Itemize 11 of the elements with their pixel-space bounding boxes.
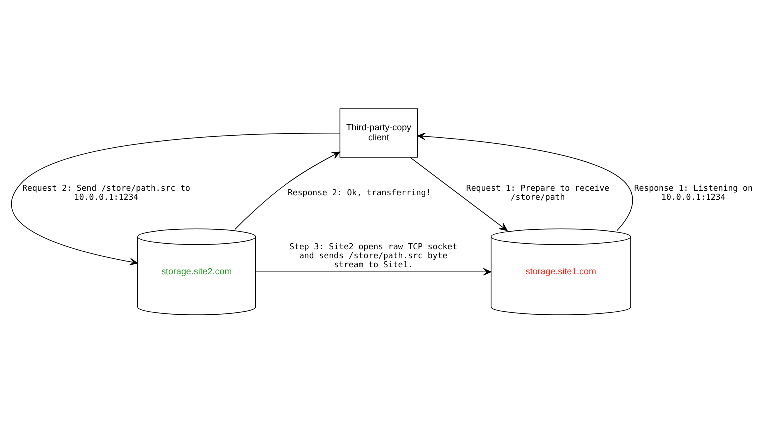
edge-label: Step 3: Site2 opens raw TCP socket and sends /store/path.src byte stream to Site1. <box>290 242 458 270</box>
arrow <box>256 268 492 276</box>
arrow <box>418 132 634 232</box>
arrow <box>234 152 340 230</box>
edge-label: Request 1: Prepare to receive /store/path <box>466 182 610 202</box>
arrow <box>11 132 340 266</box>
edge-label: Request 2: Send /store/path.src to 10.0.0.1:1234 <box>22 182 190 202</box>
edge-label: Response 2: Ok, transferring! <box>288 187 432 198</box>
edge-label: Response 1: Listening on 10.0.0.1:1234 <box>634 182 753 202</box>
node-box: Third-party-copy client <box>340 108 418 158</box>
arrow <box>410 157 508 232</box>
